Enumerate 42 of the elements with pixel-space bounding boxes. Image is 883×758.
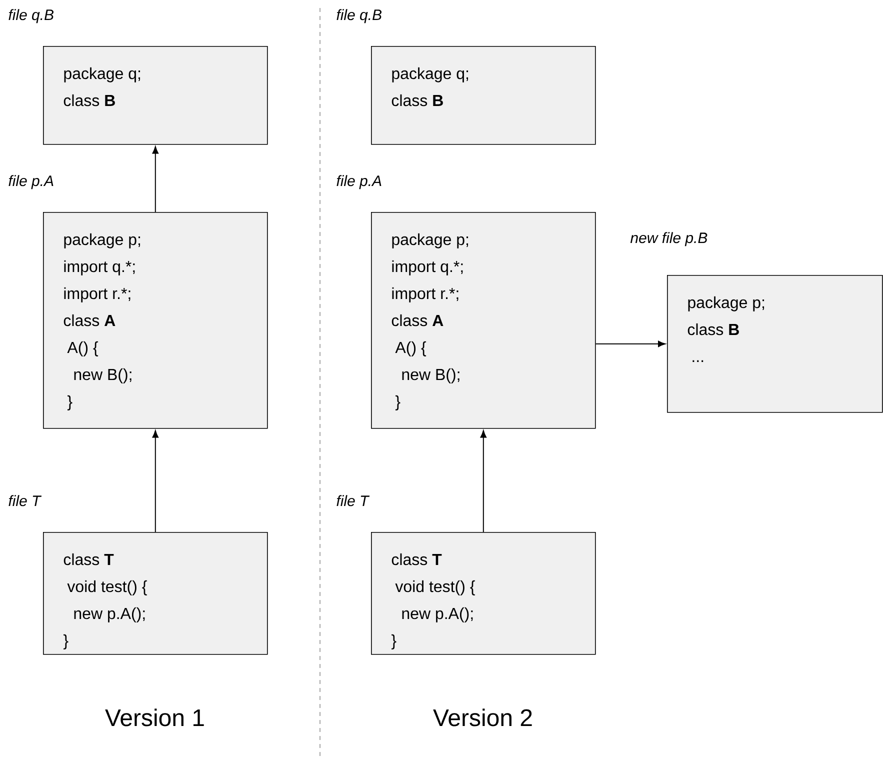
code-line: A() { <box>67 341 98 356</box>
code-line: class B <box>392 94 443 106</box>
code-line: new B(); <box>402 368 460 384</box>
file-heading: new file p.B <box>630 232 708 246</box>
code-line: void test() { <box>395 580 475 596</box>
code-line: package p; <box>392 233 468 248</box>
code-line: import r.*; <box>64 287 130 302</box>
code-line: } <box>395 395 400 410</box>
code-line: class T <box>392 553 442 566</box>
version-label: Version 1 <box>105 708 204 726</box>
file-heading: file T <box>336 495 370 506</box>
arrow <box>152 146 159 212</box>
code-line: class B <box>688 323 739 336</box>
code-line: package q; <box>392 67 468 82</box>
code-line: } <box>391 634 396 650</box>
version-label: Version 2 <box>433 708 532 726</box>
code-line: package p; <box>64 233 140 248</box>
code-line: ... <box>692 360 704 362</box>
file-heading: file q.B <box>8 9 54 24</box>
file-heading: file T <box>8 495 42 506</box>
file-heading: file p.A <box>8 175 54 190</box>
code-line: new B(); <box>74 368 132 384</box>
arrow <box>480 430 487 532</box>
code-line: class A <box>392 314 444 326</box>
arrow <box>152 430 159 532</box>
code-line: new p.A(); <box>74 607 145 622</box>
code-line: import q.*; <box>392 260 463 276</box>
code-line: new p.A(); <box>402 607 473 622</box>
code-line: import q.*; <box>64 260 135 276</box>
file-heading: file p.A <box>336 175 382 190</box>
code-line: package p; <box>688 296 764 312</box>
code-line: class A <box>64 314 116 326</box>
code-line: } <box>63 634 68 650</box>
code-line: } <box>67 395 72 410</box>
arrow <box>595 340 666 348</box>
file-heading: file q.B <box>336 9 382 24</box>
code-line: A() { <box>395 341 426 356</box>
code-line: class T <box>64 553 114 566</box>
code-line: import r.*; <box>392 287 458 302</box>
code-line: void test() { <box>67 580 147 596</box>
code-line: package q; <box>64 67 140 82</box>
code-line: class B <box>64 94 115 106</box>
